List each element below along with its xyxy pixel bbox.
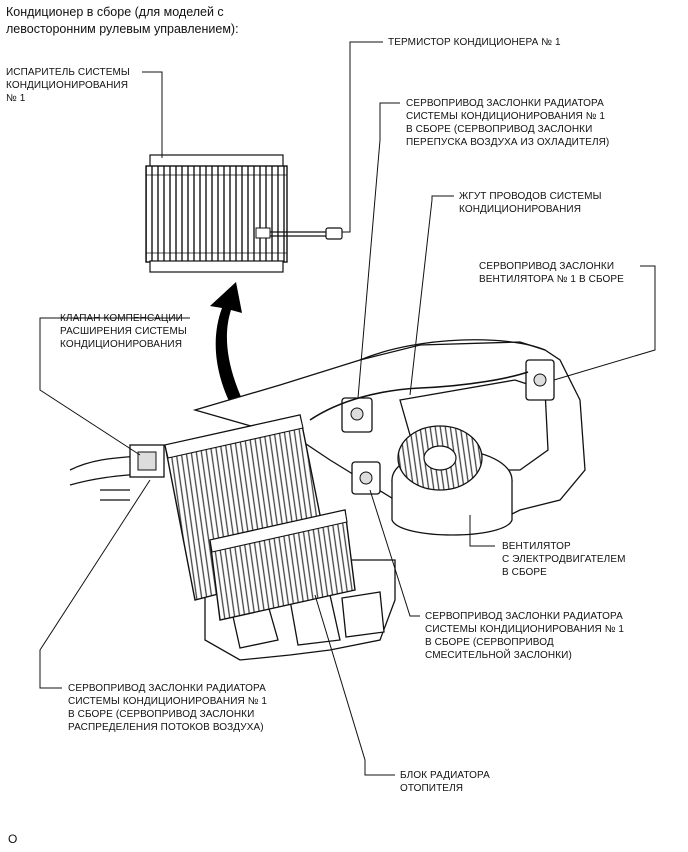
servo-fan (525, 359, 555, 401)
diagram-title: Кондиционер в сборе (для моделей с левос… (6, 5, 239, 36)
servo-mix (351, 461, 381, 495)
blower-fan (397, 425, 483, 491)
expansion-valve (129, 444, 165, 478)
label-expansion-valve: КЛАПАН КОМПЕНСАЦИИ РАСШИРЕНИЯ СИСТЕМЫ КО… (60, 313, 187, 350)
figure-code: O (8, 832, 18, 846)
servo-bypass (341, 397, 373, 433)
evaporator (145, 154, 288, 273)
label-blower: ВЕНТИЛЯТОР С ЭЛЕКТРОДВИГАТЕЛЕМ В СБОРЕ (502, 541, 626, 578)
label-servo-bypass: СЕРВОПРИВОД ЗАСЛОНКИ РАДИАТОРА СИСТЕМЫ К… (406, 98, 610, 148)
label-heater-core: БЛОК РАДИАТОРА ОТОПИТЕЛЯ (400, 770, 490, 794)
thermistor (270, 227, 343, 240)
heater-core (209, 509, 356, 621)
hvac-housing (192, 339, 586, 661)
label-servo-distribution: СЕРВОПРИВОД ЗАСЛОНКИ РАДИАТОРА СИСТЕМЫ К… (68, 683, 268, 733)
label-harness: ЖГУТ ПРОВОДОВ СИСТЕМЫ КОНДИЦИОНИРОВАНИЯ (459, 191, 602, 215)
label-servo-mix: СЕРВОПРИВОД ЗАСЛОНКИ РАДИАТОРА СИСТЕМЫ К… (425, 611, 625, 661)
label-evaporator: ИСПАРИТЕЛЬ СИСТЕМЫ КОНДИЦИОНИРОВАНИЯ № 1 (6, 67, 130, 104)
wire-harness (309, 371, 529, 421)
label-thermistor: ТЕРМИСТОР КОНДИЦИОНЕРА № 1 (388, 37, 561, 48)
label-servo-fan: СЕРВОПРИВОД ЗАСЛОНКИ ВЕНТИЛЯТОРА № 1 В С… (479, 261, 624, 285)
removal-arrow (210, 282, 248, 418)
leader-lines (39, 41, 656, 776)
